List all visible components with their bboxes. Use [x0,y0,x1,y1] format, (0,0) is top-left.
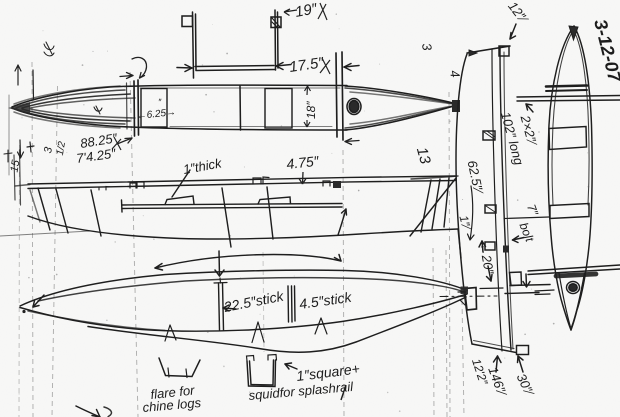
svg-text:4.5″stick: 4.5″stick [298,289,353,312]
svg-text:13: 13 [413,145,434,166]
svg-text:62.5″∕: 62.5″∕ [465,159,487,196]
svg-text:17.5″: 17.5″ [288,54,325,76]
svg-text:7'4.25″: 7'4.25″ [75,146,117,166]
svg-text:4: 4 [447,69,463,79]
svg-text:18″: 18″ [304,101,318,119]
svg-text:″: ″ [158,97,162,107]
svg-text:3: 3 [419,42,435,52]
svg-text:flare for: flare for [150,382,196,402]
svg-text:1″thick: 1″thick [182,155,224,177]
svg-text:3: 3 [42,145,55,154]
svg-text:1″square+: 1″square+ [295,360,360,384]
svg-text:←6.25→: ←6.25→ [136,107,176,122]
svg-text:chine logs: chine logs [142,395,202,415]
svg-text:15: 15 [8,158,22,173]
svg-text:←20″: ←20″ [477,241,497,276]
svg-text:19″: 19″ [294,0,319,21]
svg-text:bolt: bolt [516,221,536,245]
svg-text:1/2: 1/2 [55,140,68,156]
svg-text:88.25″: 88.25″ [79,130,118,151]
svg-text:4.75″: 4.75″ [286,153,321,172]
